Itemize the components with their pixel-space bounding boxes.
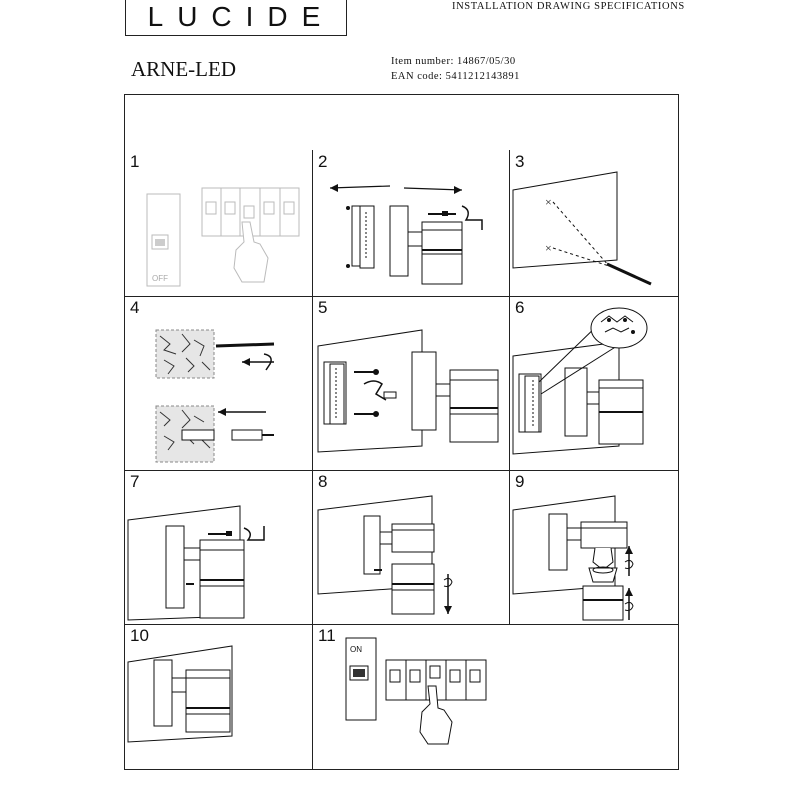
mark-drill-holes-illustration: × × [512, 171, 652, 286]
steps-grid: 1 OFF 2 [124, 150, 679, 770]
disassemble-illustration [329, 184, 483, 285]
step-number: 5 [318, 298, 328, 317]
replace-bulb-illustration [512, 495, 634, 621]
item-number: Item number: 14867/05/30 [391, 56, 516, 67]
step-number: 6 [515, 298, 525, 317]
lucide-logo: LUCIDE [125, 0, 347, 36]
step-1: 1 OFF [124, 150, 312, 296]
step-number: 11 [318, 626, 336, 645]
drill-and-plug-illustration [155, 329, 275, 463]
step-number: 9 [515, 472, 525, 491]
switch-off-illustration: OFF [146, 187, 300, 287]
grid-line [312, 150, 313, 770]
instruction-frame [124, 94, 679, 770]
switch-on-label: ON [350, 645, 362, 654]
step-number: 2 [318, 152, 328, 171]
switch-on-illustration: ON [345, 637, 487, 745]
grid-line [124, 296, 679, 297]
step-6: 6 [509, 296, 679, 470]
ean-code: EAN code: 5411212143891 [391, 71, 520, 82]
wiring-illustration [512, 307, 648, 455]
step-7: 7 [124, 470, 312, 624]
step-4: 4 [124, 296, 312, 470]
step-number: 1 [130, 152, 140, 171]
step-11: 11 ON [312, 624, 509, 770]
step-3: 3 × × [509, 150, 679, 296]
assembled-fixture-illustration [127, 645, 233, 743]
step-2: 2 [312, 150, 509, 296]
grid-line [124, 624, 679, 625]
svg-text:×: × [545, 195, 552, 209]
attach-fixture-illustration [127, 505, 265, 621]
step-number: 4 [130, 298, 140, 317]
remove-cover-illustration [317, 495, 453, 615]
switch-off-label: OFF [152, 274, 168, 283]
grid-line [509, 150, 510, 624]
mount-bracket-illustration [317, 329, 499, 453]
step-10: 10 [124, 624, 312, 770]
grid-line [124, 470, 679, 471]
step-number: 8 [318, 472, 328, 491]
step-number: 3 [515, 152, 525, 171]
step-5: 5 [312, 296, 509, 470]
step-8: 8 [312, 470, 509, 624]
step-number: 10 [130, 626, 149, 645]
document-title: INSTALLATION DRAWING SPECIFICATIONS [452, 1, 685, 12]
svg-text:×: × [545, 241, 552, 255]
product-name: ARNE-LED [131, 57, 236, 81]
step-number: 7 [130, 472, 140, 491]
item-info: Item number: 14867/05/30 EAN code: 54112… [391, 54, 520, 84]
step-9: 9 [509, 470, 679, 624]
